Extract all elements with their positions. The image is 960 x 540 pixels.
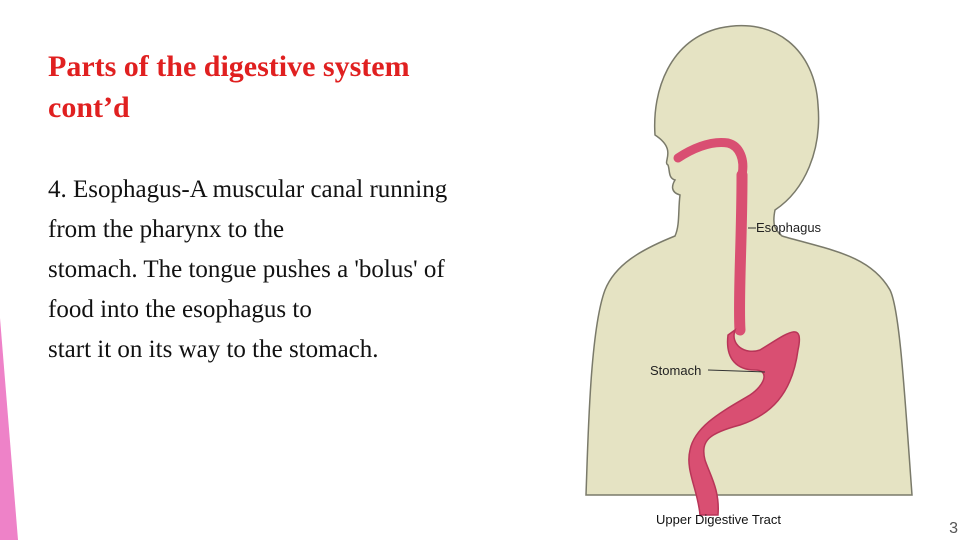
esophagus-label: Esophagus — [756, 220, 822, 235]
body-line-5: start it on its way to the stomach. — [48, 336, 379, 363]
stomach — [688, 328, 801, 516]
page-number: 3 — [949, 520, 958, 537]
body-text: 4. Esophagus-A muscular canal running fr… — [48, 170, 540, 370]
title-line-2: cont’d — [48, 91, 130, 124]
title-line-1: Parts of the digestive system — [48, 50, 410, 83]
body-line-3: stomach. The tongue pushes a 'bolus' of — [48, 256, 445, 283]
figure-caption: Upper Digestive Tract — [656, 512, 781, 527]
stomach-label: Stomach — [650, 363, 702, 378]
body-line-2: from the pharynx to the — [48, 216, 285, 243]
stomach-pointer — [707, 369, 766, 373]
slide-title: Parts of the digestive system cont’d — [48, 46, 518, 128]
pharynx — [673, 137, 748, 180]
digestive-tract-illustration: Esophagus Stomach Upper Digestive Tract — [560, 0, 960, 540]
esophagus — [733, 169, 748, 336]
torso-silhouette — [585, 24, 913, 496]
body-line-4: food into the esophagus to — [48, 296, 312, 323]
torso-diagram — [585, 24, 913, 516]
body-line-1: 4. Esophagus-A muscular canal running — [48, 176, 448, 203]
